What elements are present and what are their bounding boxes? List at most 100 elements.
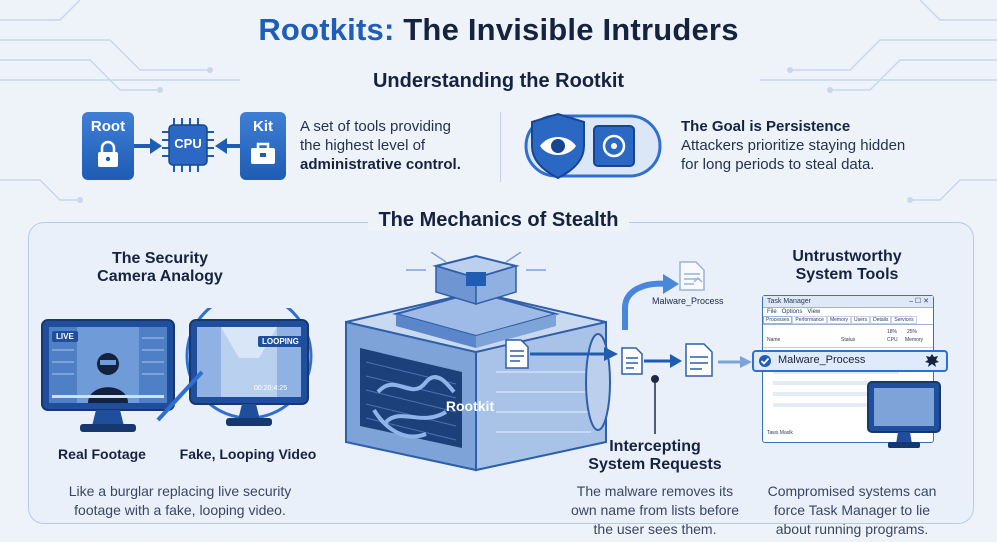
- loop-timestamp: 00:20:4:25: [254, 385, 288, 392]
- intercept-line-3: the user sees them.: [593, 521, 717, 537]
- arrow-right-icon: [644, 354, 682, 368]
- file-icon: [505, 339, 529, 369]
- definition-bold: administrative control.: [300, 156, 461, 173]
- page-title: Rootkits: The Invisible Intruders: [0, 12, 997, 48]
- tm-title: Task Manager: [767, 298, 811, 305]
- tab-services[interactable]: Services: [891, 316, 917, 324]
- intercept-line-2: own name from lists before: [570, 502, 740, 518]
- definition-line-2: the highest level of: [300, 137, 426, 154]
- analogy-caption: Like a burglar replacing live security f…: [50, 482, 310, 520]
- intercept-title-line-2: System Requests: [588, 456, 722, 473]
- tm-row-placeholder: [773, 392, 879, 396]
- tm-row-placeholder: [773, 403, 869, 407]
- request-file-icon: [621, 347, 643, 375]
- tm-footer: Taws Maxlk: [767, 430, 793, 436]
- live-monitor: [41, 319, 175, 432]
- tm-cpu-pct: 18%: [887, 329, 898, 335]
- live-badge: LIVE: [52, 331, 78, 342]
- tm-row-placeholder: [773, 381, 889, 385]
- tm-menu-file[interactable]: File: [767, 309, 777, 315]
- pointer-line: [651, 375, 659, 434]
- tm-menu: File Options View: [763, 308, 933, 316]
- tm-menu-options[interactable]: Options: [781, 309, 803, 315]
- arrow-right-icon: [718, 356, 752, 368]
- tm-header-row: Name Status 18% CPU 25% Memory: [763, 325, 933, 348]
- tm-window-controls: – ☐ ✕: [909, 298, 929, 305]
- definition-line-1: A set of tools providing: [300, 118, 451, 135]
- real-footage-label: Real Footage: [58, 446, 146, 462]
- slash-divider: [156, 370, 204, 422]
- tools-title-line-1: Untrustworthy: [792, 248, 902, 265]
- cpu-label: CPU: [174, 136, 202, 151]
- title-accent: Rootkits:: [258, 12, 395, 47]
- malware-process-row[interactable]: Malware_Process: [752, 350, 948, 372]
- arrow-left-icon: [215, 138, 243, 154]
- checkmark-icon: [759, 355, 771, 367]
- root-label: Root: [90, 118, 126, 135]
- persistence-text: The Goal is Persistence Attackers priori…: [681, 117, 971, 174]
- cpu-chip: CPU: [160, 116, 216, 174]
- tab-details[interactable]: Details: [870, 316, 892, 324]
- understanding-heading: Understanding the Rootkit: [362, 70, 635, 92]
- kit-box: Kit: [240, 112, 286, 180]
- redirect-arrow-icon: [622, 274, 679, 330]
- intercept-title: Intercepting System Requests: [570, 438, 740, 474]
- fake-video-label: Fake, Looping Video: [179, 446, 317, 462]
- camera-title-line-2: Camera Analogy: [97, 268, 223, 285]
- mechanics-heading: The Mechanics of Stealth: [368, 209, 629, 231]
- filtered-file-icon: [685, 343, 713, 377]
- mechanics-heading-row: The Mechanics of Stealth: [0, 209, 997, 232]
- goal-title: The Goal is Persistence: [681, 118, 851, 135]
- toolbox-icon: [251, 142, 275, 164]
- tm-process-list: [763, 348, 933, 407]
- tools-line-1: Compromised systems can: [767, 483, 937, 499]
- tools-line-3: about running programs.: [775, 521, 929, 537]
- tools-title: Untrustworthy System Tools: [772, 248, 922, 284]
- malware-process-name: Malware_Process: [778, 354, 866, 366]
- intercept-title-line-1: Intercepting: [609, 438, 701, 455]
- goal-line-2: for long periods to steal data.: [681, 156, 875, 173]
- tab-performance[interactable]: Performance: [792, 316, 827, 324]
- tools-title-line-2: System Tools: [795, 266, 899, 283]
- looping-badge: LOOPING: [258, 336, 303, 347]
- tm-tabs: Processes Performance Memory Users Detai…: [763, 316, 933, 325]
- hidden-file-icon: [679, 261, 705, 291]
- tm-titlebar: Task Manager – ☐ ✕: [763, 296, 933, 308]
- tab-memory[interactable]: Memory: [826, 316, 852, 324]
- analogy-line-2: footage with a fake, looping video.: [74, 502, 286, 518]
- arrow-right-icon: [134, 138, 162, 154]
- persistence-icon: [524, 112, 662, 180]
- tm-row-placeholder: [773, 370, 899, 374]
- intercept-line-1: The malware removes its: [576, 483, 734, 499]
- intercept-caption: The malware removes its own name from li…: [560, 482, 750, 539]
- bug-icon: [925, 354, 939, 367]
- tm-col-status: Status: [841, 337, 856, 343]
- rootkit-definition: A set of tools providing the highest lev…: [300, 117, 500, 174]
- kit-label: Kit: [253, 118, 273, 135]
- title-rest: The Invisible Intruders: [403, 12, 739, 47]
- divider: [500, 112, 501, 182]
- malware-process-file-label: Malware_Process: [652, 296, 724, 306]
- tm-mem-pct: 25%: [907, 329, 918, 335]
- tm-menu-view[interactable]: View: [807, 309, 821, 315]
- goal-line-1: Attackers prioritize staying hidden: [681, 137, 906, 154]
- camera-title-line-1: The Security: [111, 250, 209, 267]
- desktop-monitor: [867, 381, 941, 448]
- tm-col-name: Name: [767, 337, 781, 343]
- cpu-icon: [162, 118, 214, 172]
- rootkit-server-illustration: [345, 252, 611, 472]
- tm-col-memory: Memory: [905, 337, 924, 343]
- root-box: Root: [82, 112, 134, 180]
- lock-icon: [98, 140, 118, 167]
- tools-caption: Compromised systems can force Task Manag…: [752, 482, 952, 539]
- analogy-line-1: Like a burglar replacing live security: [68, 483, 292, 499]
- tab-processes[interactable]: Processes: [763, 316, 793, 324]
- tools-line-2: force Task Manager to lie: [773, 502, 931, 518]
- camera-analogy-title: The Security Camera Analogy: [80, 250, 240, 286]
- tm-col-cpu: CPU: [887, 337, 898, 343]
- understanding-heading-row: Understanding the Rootkit: [0, 70, 997, 93]
- rootkit-label: Rootkit: [445, 398, 495, 414]
- tab-users[interactable]: Users: [851, 316, 871, 324]
- arrow-right-icon: [530, 347, 618, 361]
